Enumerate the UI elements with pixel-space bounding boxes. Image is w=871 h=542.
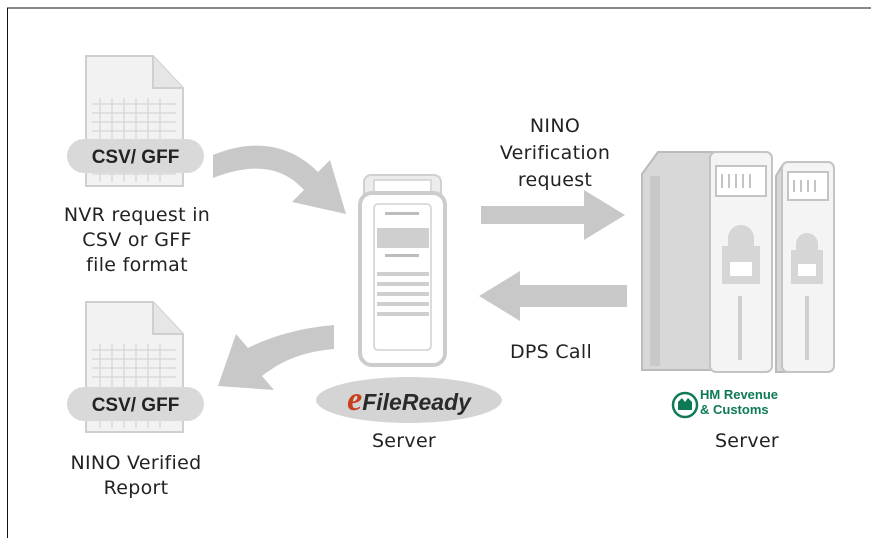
arrow-icon [481, 190, 625, 240]
hmrc-server-caption: Server [714, 430, 780, 452]
csv-gff-badge: CSV/ GFF [67, 387, 204, 421]
efileready-logo: eFileReady [316, 377, 502, 423]
hmrc-logo: HM Revenue & Customs [671, 387, 778, 419]
flow-label-line: NINO [529, 115, 581, 137]
csv-gff-badge-text: CSV/ GFF [92, 147, 180, 168]
csv-gff-badge: CSV/ GFF [67, 139, 204, 173]
caption-line: file format [86, 254, 188, 276]
svg-text:eFileReady: eFileReady [347, 381, 472, 418]
document-caption-request: NVR request in CSV or GFF file format [38, 203, 236, 278]
efileready-logo-text: FileReady [362, 389, 472, 415]
caption-line: Report [103, 477, 169, 499]
efileready-server-caption: Server [371, 430, 437, 452]
nino-verification-request-label: NINO Verification request [480, 113, 630, 194]
dps-call-label: DPS Call [509, 341, 593, 363]
hmrc-crest-icon [671, 391, 699, 419]
hmrc-server-icon [775, 161, 835, 373]
document-caption-report: NINO Verified Report [46, 451, 226, 501]
arrow-icon [479, 271, 627, 321]
hmrc-logo-line: & Customs [700, 402, 769, 417]
hmrc-server-icon [641, 151, 773, 373]
efileready-logo-e: e [347, 381, 362, 418]
arrow-icon [218, 325, 334, 390]
caption-line: NVR request in [63, 204, 211, 226]
server-icon [358, 174, 447, 367]
flow-label-line: request [517, 169, 593, 191]
hmrc-logo-line: HM Revenue [700, 387, 778, 402]
caption-line: NINO Verified [70, 452, 202, 474]
caption-line: CSV or GFF [82, 229, 192, 251]
arrow-icon [213, 145, 346, 214]
flow-label-line: Verification [499, 142, 611, 164]
csv-gff-badge-text: CSV/ GFF [92, 395, 180, 416]
